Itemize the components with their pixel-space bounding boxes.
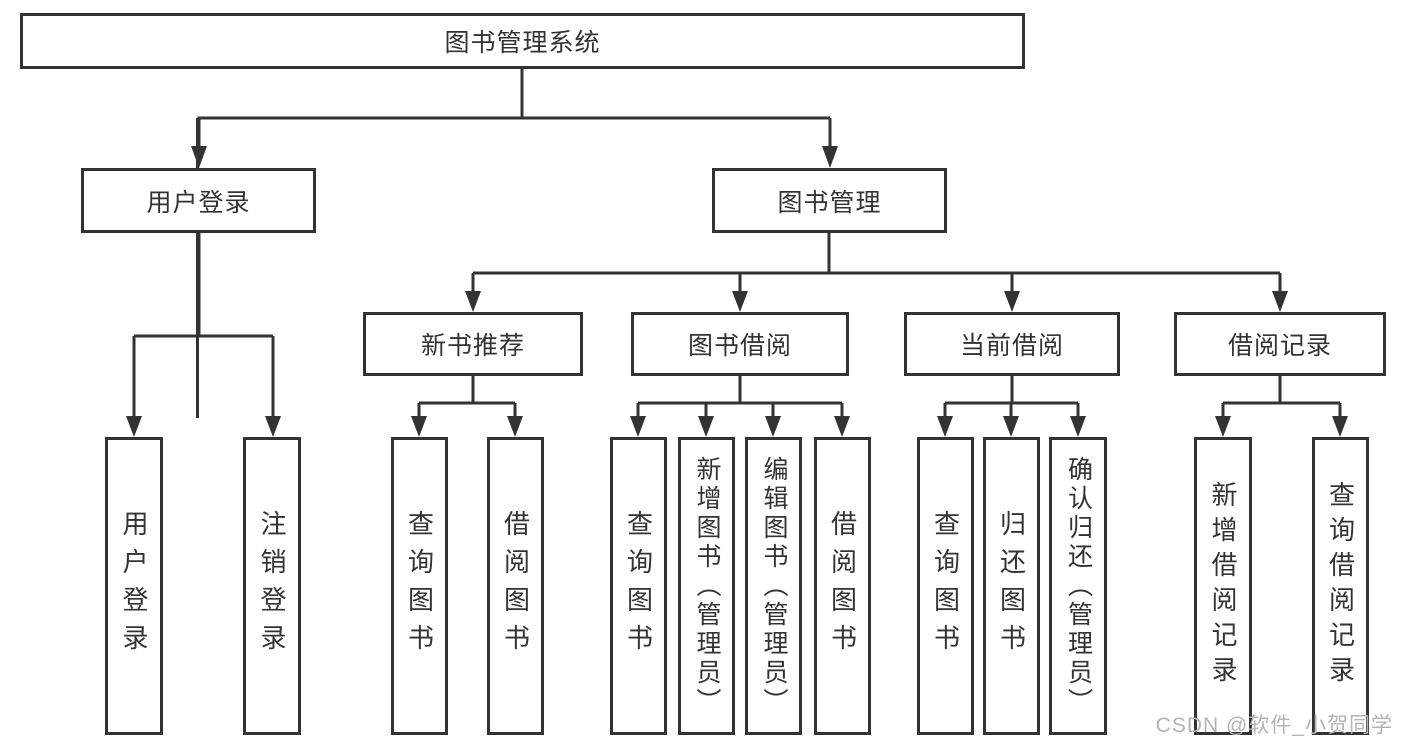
leaf-return-book: 归还图书 — [983, 437, 1040, 735]
leaf-add-book-admin-label: 新增图书（管理员） — [693, 455, 721, 717]
leaf-add-borrow-record: 新增借阅记录 — [1194, 437, 1252, 735]
leaf-query-book-borrow: 查询图书 — [610, 437, 667, 735]
node-user-login-label: 用户登录 — [146, 188, 251, 217]
node-book-management-label: 图书管理 — [777, 188, 882, 217]
node-book-borrowing-label: 图书借阅 — [687, 332, 792, 360]
node-book-management: 图书管理 — [712, 168, 947, 233]
leaf-borrow-book-rec-label: 借阅图书 — [500, 510, 531, 662]
leaf-query-book-rec-label: 查询图书 — [404, 510, 435, 662]
leaf-return-book-label: 归还图书 — [996, 510, 1027, 662]
node-current-borrowing: 当前借阅 — [904, 312, 1120, 376]
node-new-book-recommendation-label: 新书推荐 — [420, 332, 525, 360]
node-borrowing-records-label: 借阅记录 — [1227, 332, 1332, 360]
leaf-edit-book-admin: 编辑图书（管理员） — [745, 437, 802, 735]
leaf-confirm-return-admin-label: 确认归还（管理员） — [1064, 455, 1093, 717]
leaf-logout-label: 注销登录 — [257, 510, 287, 662]
leaf-borrow-book-label: 借阅图书 — [827, 510, 858, 662]
leaf-query-book-current: 查询图书 — [917, 437, 974, 735]
leaf-edit-book-admin-label: 编辑图书（管理员） — [760, 455, 788, 717]
leaf-user-login: 用户登录 — [105, 437, 163, 735]
arrowheads — [126, 146, 1348, 437]
leaf-borrow-book: 借阅图书 — [814, 437, 871, 735]
node-user-login: 用户登录 — [81, 168, 316, 233]
leaf-borrow-book-rec: 借阅图书 — [487, 437, 544, 735]
leaf-query-borrow-record: 查询借阅记录 — [1312, 437, 1369, 735]
leaf-query-borrow-record-label: 查询借阅记录 — [1325, 481, 1356, 691]
csdn-watermark: CSDN @软件_小贺同学 — [1155, 714, 1393, 737]
leaf-query-book-rec: 查询图书 — [391, 437, 448, 735]
node-borrowing-records: 借阅记录 — [1174, 312, 1386, 376]
leaf-add-borrow-record-label: 新增借阅记录 — [1208, 481, 1238, 691]
leaf-confirm-return-admin: 确认归还（管理员） — [1049, 437, 1107, 735]
node-new-book-recommendation: 新书推荐 — [363, 312, 583, 376]
leaf-query-book-current-label: 查询图书 — [930, 510, 961, 662]
leaf-user-login-label: 用户登录 — [119, 510, 149, 662]
node-root-label: 图书管理系统 — [444, 29, 601, 57]
node-root-system: 图书管理系统 — [20, 13, 1025, 69]
node-book-borrowing: 图书借阅 — [631, 312, 849, 376]
leaf-add-book-admin: 新增图书（管理员） — [678, 437, 735, 735]
leaf-logout: 注销登录 — [243, 437, 301, 735]
leaf-query-book-borrow-label: 查询图书 — [623, 510, 654, 662]
node-current-borrowing-label: 当前借阅 — [959, 332, 1064, 360]
